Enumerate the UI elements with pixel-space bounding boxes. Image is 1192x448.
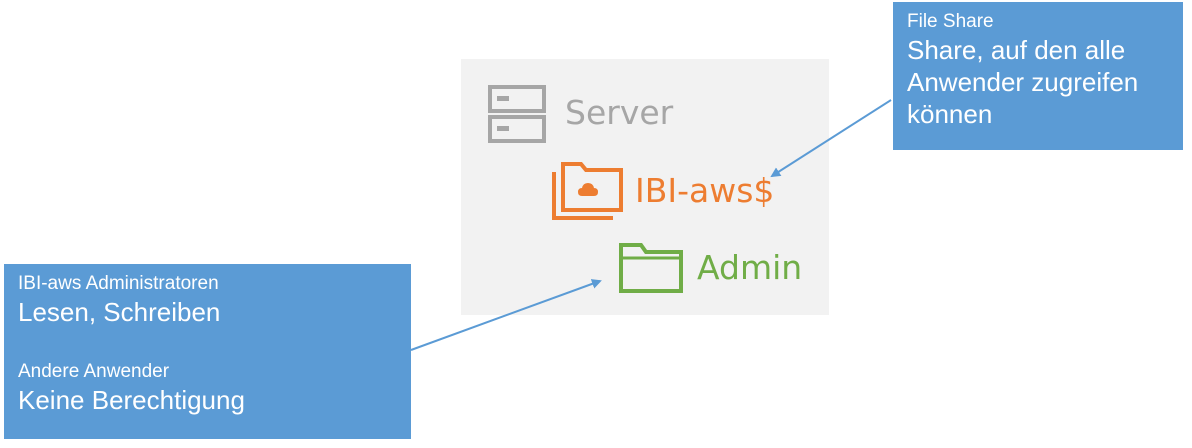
- folder-icon: [619, 243, 683, 293]
- file-share-callout: File Share Share, auf den alle Anwender …: [893, 2, 1183, 150]
- group1-permission: Lesen, Schreiben: [18, 297, 221, 327]
- server-icon: [488, 85, 546, 143]
- share-connector-arrow: [770, 99, 892, 178]
- admin-label: Admin: [697, 248, 803, 287]
- admin-permissions-callout: IBI-aws Administratoren Lesen, Schreiben…: [4, 264, 411, 439]
- cloud-folder-icon: [552, 162, 623, 220]
- callout-spacer: [18, 328, 397, 360]
- share-label: IBI-aws$: [635, 171, 775, 210]
- admin-connector-arrow: [410, 279, 602, 351]
- group2-title: Andere Anwender: [18, 361, 170, 382]
- callout-share-line-2: Anwender zugreifen: [907, 67, 1139, 97]
- server-panel: [461, 59, 829, 315]
- group1-title: IBI-aws Administratoren: [18, 273, 219, 294]
- callout-share-line-3: können: [907, 99, 993, 129]
- callout-share-title: File Share: [907, 11, 994, 32]
- callout-share-line-1: Share, auf den alle: [907, 35, 1126, 65]
- server-label: Server: [565, 93, 674, 132]
- group2-permission: Keine Berechtigung: [18, 385, 245, 415]
